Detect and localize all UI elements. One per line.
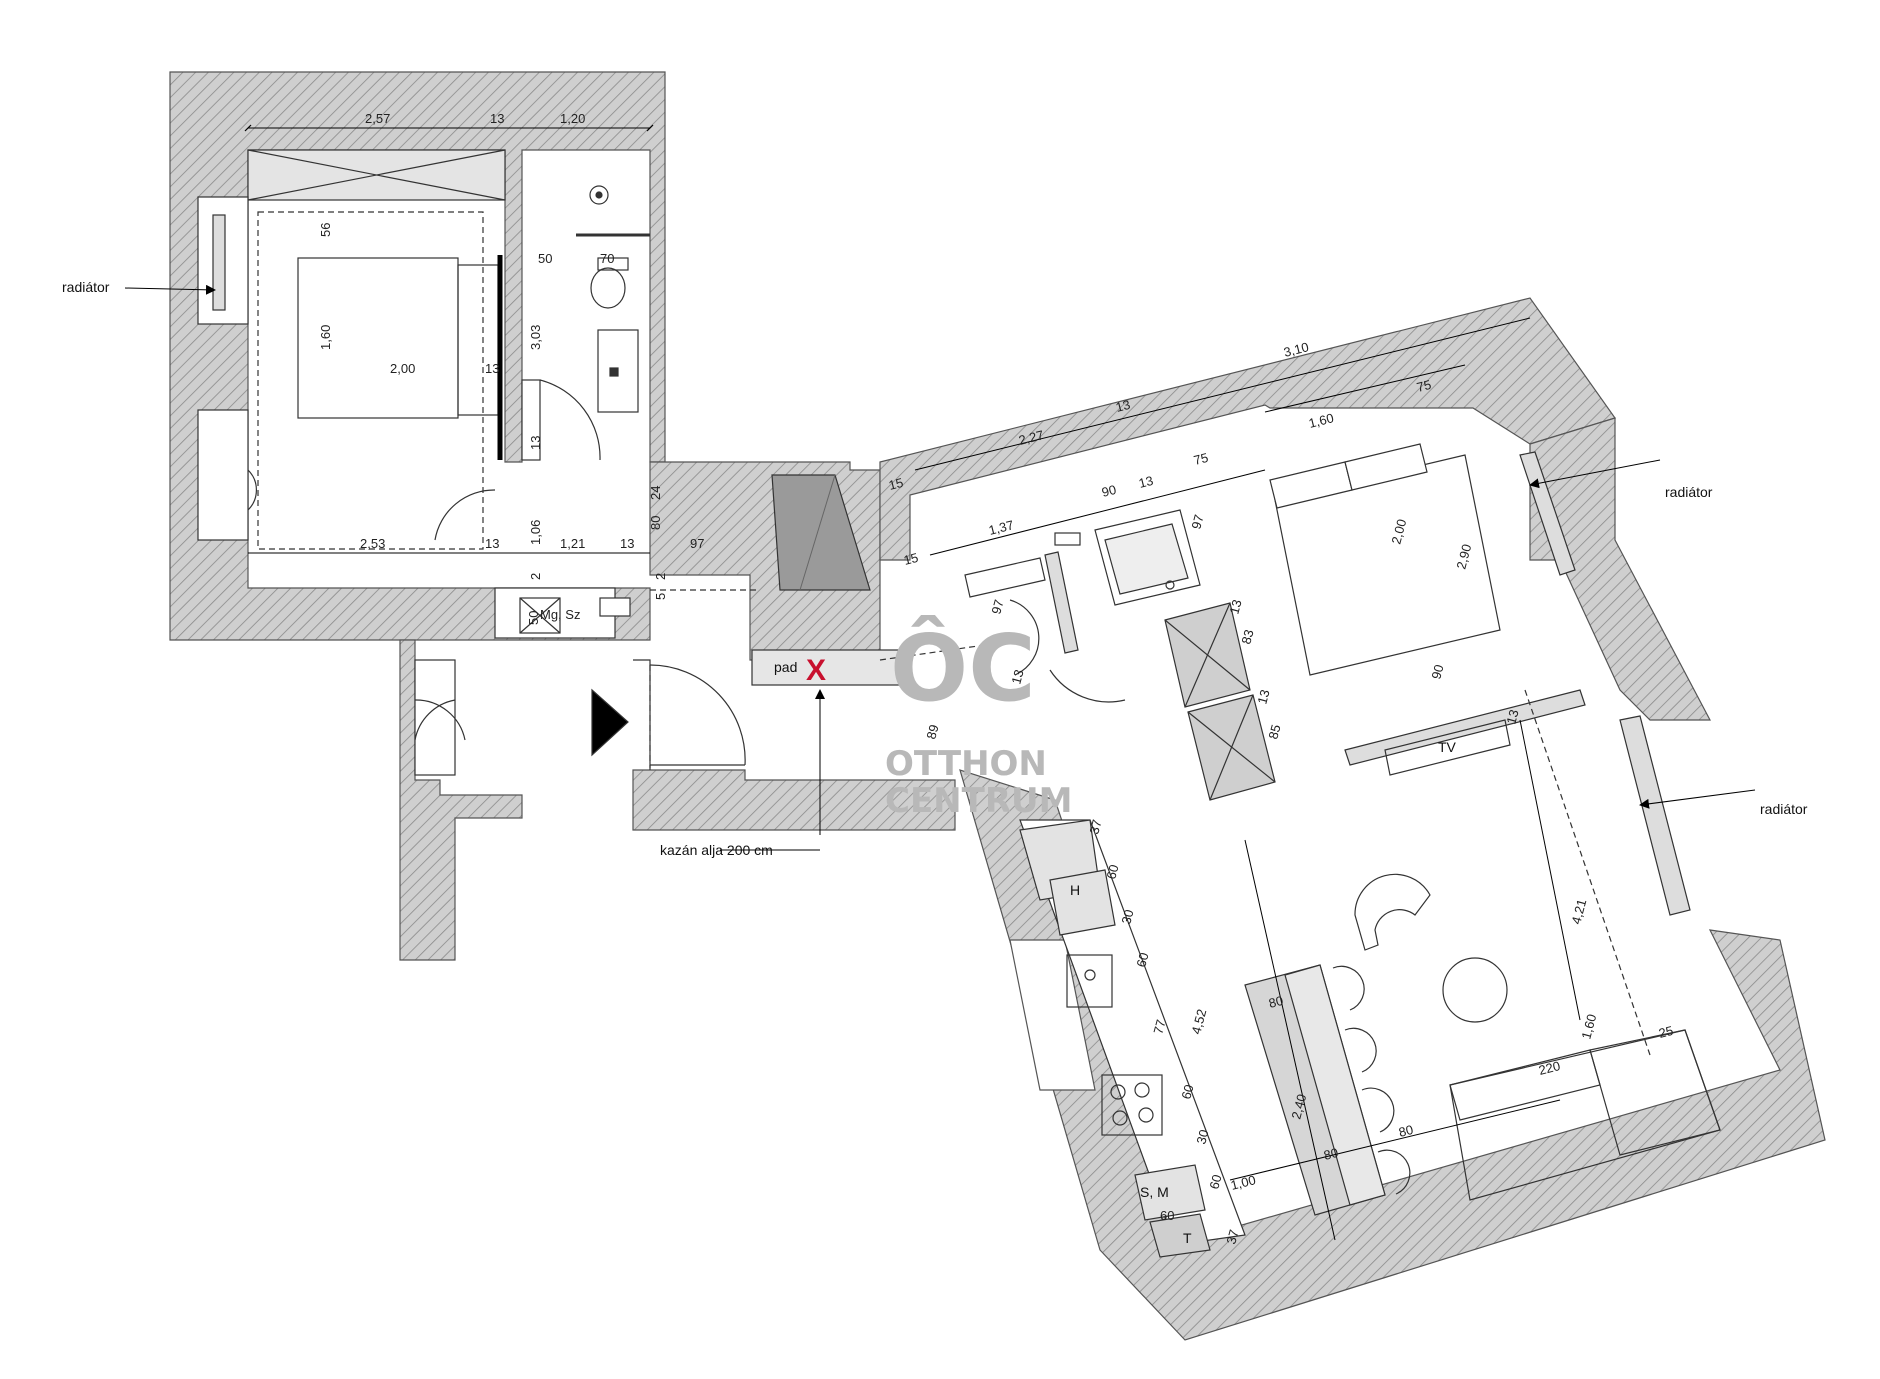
svg-text:83: 83 bbox=[1238, 628, 1256, 646]
svg-text:3,10: 3,10 bbox=[1282, 339, 1310, 360]
svg-text:89: 89 bbox=[923, 723, 941, 741]
radiator-left bbox=[212, 214, 226, 311]
dishwasher-label: T bbox=[1183, 1230, 1192, 1246]
svg-text:5: 5 bbox=[653, 593, 668, 600]
hall bbox=[414, 587, 760, 776]
svg-text:1,20: 1,20 bbox=[560, 111, 585, 126]
svg-text:13: 13 bbox=[485, 361, 499, 376]
tv-label: TV bbox=[1438, 739, 1457, 755]
svg-text:30: 30 bbox=[1193, 1128, 1211, 1146]
svg-text:90: 90 bbox=[1100, 482, 1118, 500]
svg-text:1,60: 1,60 bbox=[1578, 1012, 1599, 1040]
svg-text:2,27: 2,27 bbox=[1017, 427, 1045, 448]
svg-text:77: 77 bbox=[1150, 1018, 1168, 1036]
svg-text:1,00: 1,00 bbox=[1229, 1172, 1257, 1193]
svg-text:60: 60 bbox=[1160, 1208, 1174, 1223]
svg-text:2,00: 2,00 bbox=[390, 361, 415, 376]
svg-text:60: 60 bbox=[1133, 951, 1151, 969]
pad-bench bbox=[751, 474, 903, 686]
svg-text:2,00: 2,00 bbox=[1388, 517, 1409, 545]
svg-text:13: 13 bbox=[1008, 668, 1026, 686]
svg-text:220: 220 bbox=[1537, 1058, 1562, 1078]
svg-text:97: 97 bbox=[1188, 513, 1206, 531]
svg-text:97: 97 bbox=[690, 536, 704, 551]
svg-text:13: 13 bbox=[1114, 397, 1132, 415]
svg-text:1,21: 1,21 bbox=[560, 536, 585, 551]
svg-text:13: 13 bbox=[1137, 473, 1155, 491]
svg-text:2,57: 2,57 bbox=[365, 111, 390, 126]
svg-text:2,53: 2,53 bbox=[360, 536, 385, 551]
boiler-note: kazán alja 200 cm bbox=[660, 842, 773, 858]
svg-text:13: 13 bbox=[485, 536, 499, 551]
radiator-label-3: radiátor bbox=[1760, 801, 1808, 817]
svg-text:15: 15 bbox=[887, 475, 905, 493]
svg-text:2: 2 bbox=[653, 573, 668, 580]
svg-text:75: 75 bbox=[1415, 377, 1433, 395]
svg-text:1,60: 1,60 bbox=[318, 325, 333, 350]
living-room bbox=[879, 443, 1721, 1258]
svg-text:CENTRUM: CENTRUM bbox=[885, 781, 1072, 821]
entrance-arrow-icon bbox=[591, 688, 629, 757]
svg-text:80: 80 bbox=[1397, 1122, 1415, 1140]
svg-text:75: 75 bbox=[1192, 450, 1210, 468]
svg-text:56: 56 bbox=[318, 223, 333, 237]
dimension-texts: 2,57 13 1,20 56 1,60 2,00 13 50 70 3,03 … bbox=[318, 111, 1675, 1246]
svg-text:70: 70 bbox=[600, 251, 614, 266]
boiler-mark: X bbox=[806, 654, 826, 687]
walls bbox=[169, 71, 1826, 1341]
svg-text:2: 2 bbox=[528, 573, 543, 580]
svg-text:90: 90 bbox=[1428, 663, 1446, 681]
svg-text:60: 60 bbox=[1178, 1083, 1196, 1101]
svg-text:2,90: 2,90 bbox=[1453, 542, 1474, 570]
svg-text:13: 13 bbox=[528, 436, 543, 450]
bathroom-1 bbox=[521, 185, 650, 461]
svg-text:15: 15 bbox=[902, 550, 920, 568]
svg-text:80: 80 bbox=[1322, 1145, 1340, 1163]
fridge-label: H bbox=[1070, 882, 1080, 898]
svg-text:60: 60 bbox=[1206, 1173, 1224, 1191]
svg-text:1,37: 1,37 bbox=[987, 517, 1015, 538]
svg-text:37: 37 bbox=[1223, 1228, 1241, 1246]
svg-text:50: 50 bbox=[526, 611, 541, 625]
svg-text:13: 13 bbox=[620, 536, 634, 551]
svg-text:13: 13 bbox=[1226, 598, 1244, 616]
svg-text:OTTHON: OTTHON bbox=[885, 744, 1047, 784]
svg-text:30: 30 bbox=[1118, 908, 1136, 926]
svg-text:24: 24 bbox=[648, 486, 663, 500]
watermark: ÔC OTTHON CENTRUM bbox=[885, 613, 1072, 821]
svg-text:3,03: 3,03 bbox=[528, 325, 543, 350]
bedroom-1 bbox=[197, 149, 506, 550]
svg-text:4,52: 4,52 bbox=[1188, 1007, 1209, 1035]
svg-text:85: 85 bbox=[1265, 723, 1283, 741]
svg-text:25: 25 bbox=[1657, 1023, 1675, 1041]
svg-text:97: 97 bbox=[988, 598, 1006, 616]
pad-label: pad bbox=[774, 659, 797, 675]
svg-text:1,06: 1,06 bbox=[528, 520, 543, 545]
washer-label: S, M bbox=[1140, 1184, 1169, 1200]
svg-text:13: 13 bbox=[1503, 708, 1521, 726]
svg-text:13: 13 bbox=[1254, 688, 1272, 706]
svg-text:1,60: 1,60 bbox=[1307, 410, 1335, 431]
svg-text:2,40: 2,40 bbox=[1288, 1092, 1309, 1120]
svg-text:50: 50 bbox=[538, 251, 552, 266]
svg-text:13: 13 bbox=[490, 111, 504, 126]
chimney bbox=[771, 474, 871, 591]
svg-text:ÔC: ÔC bbox=[890, 613, 1036, 722]
svg-text:60: 60 bbox=[1103, 863, 1121, 881]
svg-text:80: 80 bbox=[1267, 993, 1285, 1011]
dimension-lines bbox=[244, 124, 1581, 1241]
radiator-label-2: radiátor bbox=[1665, 484, 1713, 500]
radiator-label-1: radiátor bbox=[62, 279, 110, 295]
svg-text:80: 80 bbox=[648, 516, 663, 530]
labels: radiátor radiátor radiátor pad X kazán a… bbox=[62, 279, 1808, 1246]
svg-text:4,21: 4,21 bbox=[1568, 897, 1589, 925]
mg-sz-label: Mg, Sz bbox=[540, 607, 580, 622]
svg-text:37: 37 bbox=[1086, 818, 1104, 836]
